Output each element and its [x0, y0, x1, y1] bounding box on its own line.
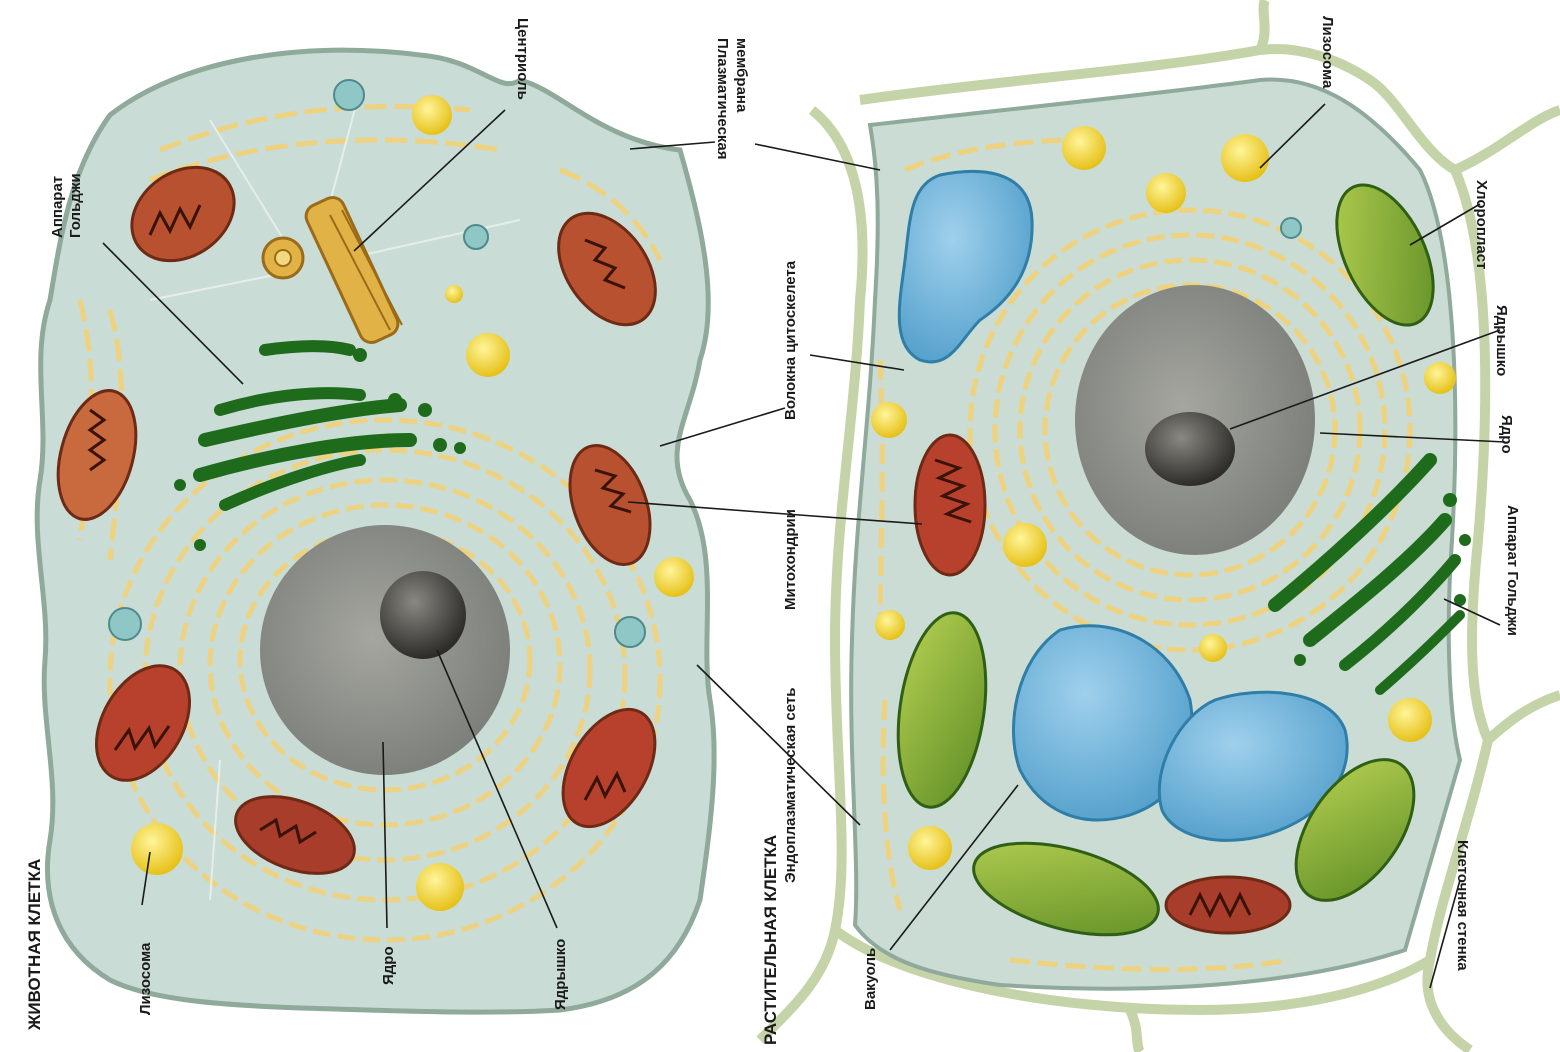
label-cytoskeleton: Волокна цитоскелета: [782, 260, 799, 420]
animal-nucleolus: [380, 571, 466, 659]
label-mitochondria: Митохондрии: [782, 509, 799, 610]
label-chloroplast: Хлоропласт: [1473, 180, 1490, 269]
label-golgi-animal-2: Гольджи: [67, 173, 84, 238]
label-nucleus-animal: Ядро: [380, 946, 397, 985]
label-golgi-animal-1: Аппарат: [49, 176, 66, 238]
title-plant-cell: РАСТИТЕЛЬНАЯ КЛЕТКА: [761, 835, 780, 1045]
label-plasma-membrane-1: Плазматическая: [714, 38, 731, 160]
label-er: Эндоплазматическая сеть: [782, 688, 799, 883]
plant-cell: [760, 0, 1560, 1052]
label-lysosome-animal: Лизосома: [137, 942, 154, 1015]
label-nucleolus-animal: Ядрышко: [552, 939, 569, 1010]
label-plasma-membrane-2: мембрана: [733, 38, 750, 113]
plant-nucleolus: [1145, 412, 1235, 486]
animal-cell: [37, 50, 714, 1012]
label-golgi-plant: Аппарат Гольджи: [1504, 505, 1521, 636]
label-nucleus-plant: Ядро: [1498, 415, 1515, 454]
label-lysosome-plant: Лизосома: [1319, 16, 1336, 89]
animal-nucleus: [260, 525, 510, 775]
label-centriole: Центриоль: [514, 18, 531, 100]
label-cell-wall: Клеточная стенка: [1454, 840, 1471, 971]
label-vacuole: Вакуоль: [862, 948, 879, 1010]
title-animal-cell: ЖИВОТНАЯ КЛЕТКА: [25, 859, 44, 1031]
label-nucleolus-plant: Ядрышко: [1493, 305, 1510, 376]
